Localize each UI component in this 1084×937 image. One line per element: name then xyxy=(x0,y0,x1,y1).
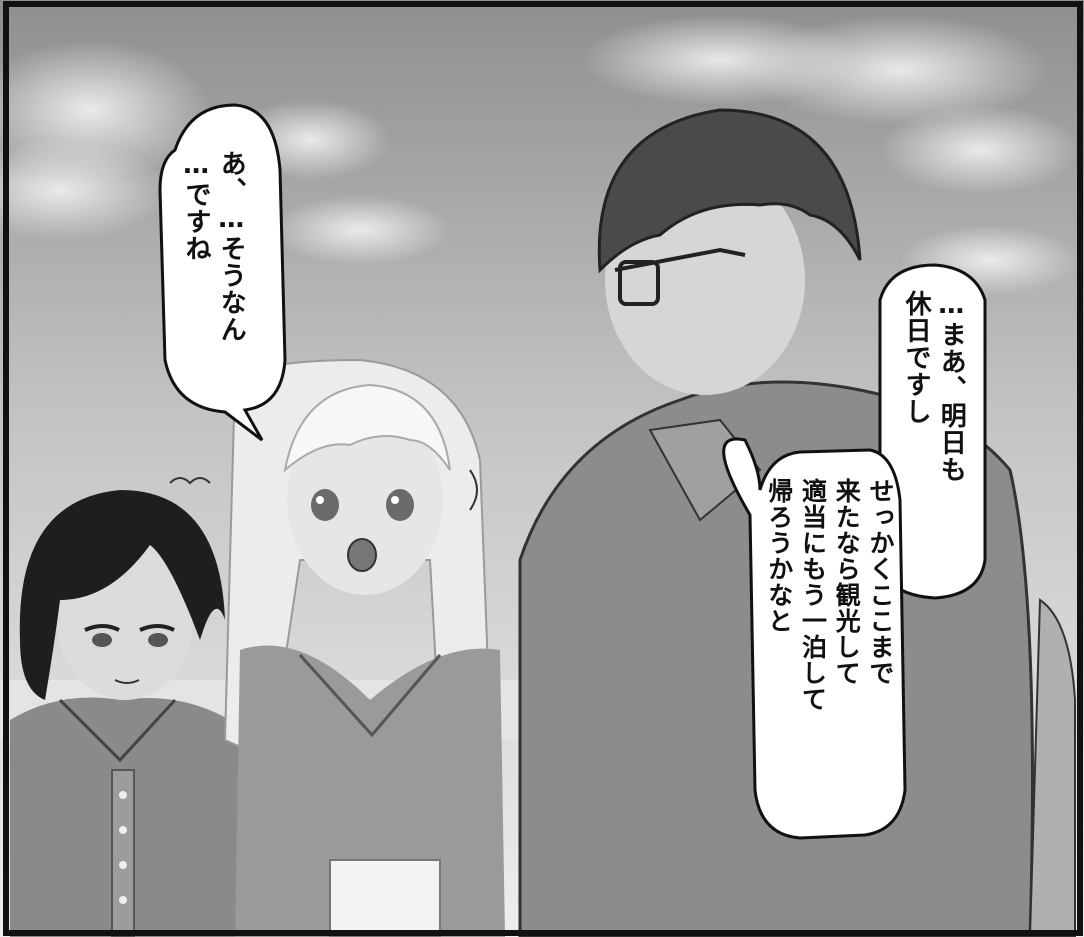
speech-line-3: 適当にもう一泊して xyxy=(798,478,828,712)
speech-text-right-top: …まあ、明日も 休日ですし xyxy=(898,290,968,483)
character-long-blonde-hair-girl xyxy=(169,358,505,937)
speech-text-right-bottom: せっかくここまで 来たなら観光して 適当にもう一泊して 帰ろうかなと xyxy=(762,478,897,712)
speech-line-2: …ですね xyxy=(181,150,212,262)
speech-line-1: せっかくここまで xyxy=(866,478,895,686)
speech-bubble-left xyxy=(158,103,287,442)
panel-border xyxy=(3,1,1083,936)
speech-line-1: あ、…そうなん xyxy=(216,150,247,343)
speech-line-4: 帰ろうかなと xyxy=(764,478,794,634)
clouds xyxy=(0,15,1080,295)
speech-bubble-right-bottom xyxy=(722,437,907,840)
speech-line-1: …まあ、明日も xyxy=(936,290,967,483)
speech-bubble-right-top xyxy=(878,263,987,600)
speech-line-2: 来たなら観光して xyxy=(832,478,862,686)
character-short-dark-hair-girl xyxy=(10,490,255,937)
speech-text-left: あ、…そうなん …ですね xyxy=(178,150,248,343)
speech-line-2: 休日ですし xyxy=(901,290,932,425)
